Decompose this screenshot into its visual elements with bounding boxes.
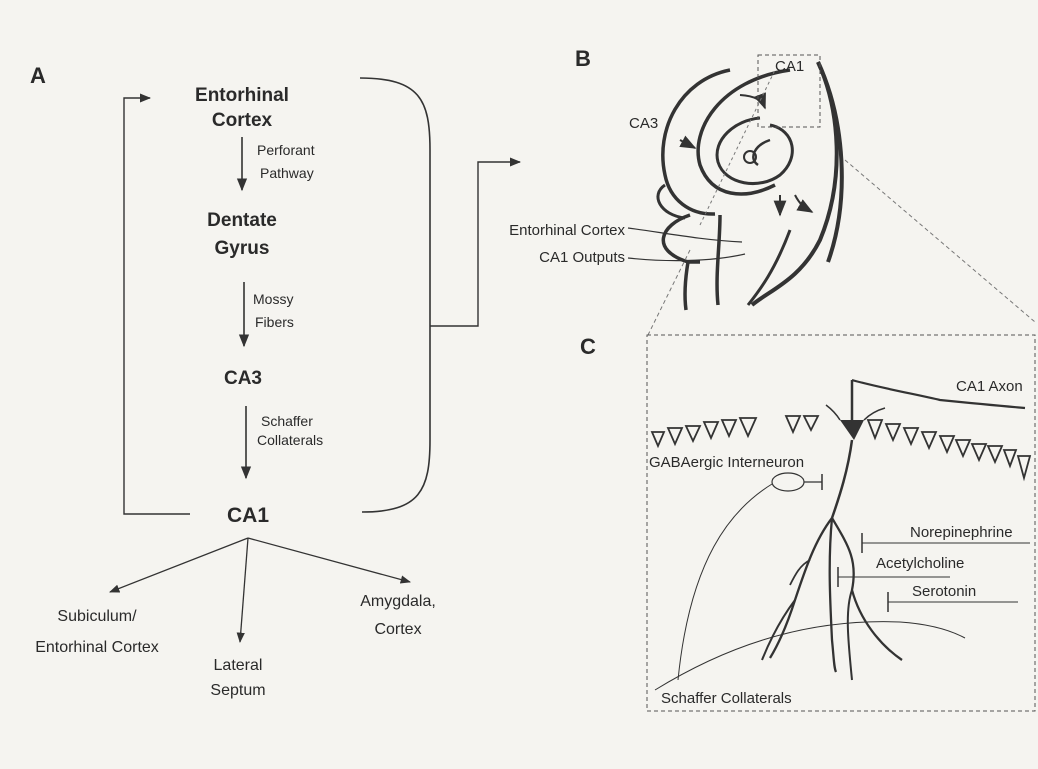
schaffer-collaterals-label-line1: Schaffer	[261, 413, 313, 429]
subiculum-label-line2: Entorhinal Cortex	[35, 639, 159, 656]
bracket-to-hippocampus-arrow	[430, 162, 520, 326]
schaffer-collaterals-c-label: Schaffer Collaterals	[661, 690, 792, 707]
subiculum-label-line1: Subiculum/	[57, 608, 137, 625]
norepinephrine-label: Norepinephrine	[910, 524, 1013, 541]
panel-c-label: C	[580, 334, 596, 359]
schaffer-collateral-fiber	[655, 622, 965, 690]
lateral-septum-label-line2: Septum	[210, 682, 265, 699]
output-arrow-amygdala	[248, 538, 410, 582]
schaffer-collaterals-label-line2: Collaterals	[257, 432, 323, 448]
zoom-line-right	[845, 160, 1035, 322]
dentate-gyrus-node-line2: Gyrus	[215, 238, 270, 259]
gaba-interneuron-label: GABAergic Interneuron	[649, 454, 804, 471]
hippocampus-drawing	[628, 55, 842, 310]
perforant-pathway-label-line2: Pathway	[260, 165, 314, 181]
amygdala-label-line2: Cortex	[374, 621, 421, 638]
ca3-node: CA3	[224, 368, 262, 389]
ca1-axon-label: CA1 Axon	[956, 378, 1023, 395]
mossy-fibers-label-line2: Fibers	[255, 314, 294, 330]
ca3-region-label: CA3	[629, 115, 658, 132]
gaba-interneuron	[678, 473, 822, 680]
serotonin-label: Serotonin	[912, 583, 976, 600]
mossy-fibers-label-line1: Mossy	[253, 291, 293, 307]
ca1-outputs-label: CA1 Outputs	[539, 249, 625, 266]
entorhinal-cortex-node-line2: Cortex	[212, 110, 273, 131]
perforant-pathway-label-line1: Perforant	[257, 142, 315, 158]
panel-b-label: B	[575, 46, 591, 71]
acetylcholine-label: Acetylcholine	[876, 555, 964, 572]
output-arrow-lateral-septum	[240, 538, 248, 642]
neuromodulator-inputs	[838, 533, 1030, 612]
dentate-gyrus-node-line1: Dentate	[207, 210, 277, 231]
feedback-loop-arrow	[124, 98, 190, 514]
entorhinal-cortex-input-label: Entorhinal Cortex	[509, 222, 625, 239]
entorhinal-cortex-node-line1: Entorhinal	[195, 85, 289, 106]
amygdala-label-line1: Amygdala,	[360, 593, 436, 610]
panel-a-label: A	[30, 63, 46, 88]
lateral-septum-label-line1: Lateral	[214, 657, 263, 674]
ca1-region-label: CA1	[775, 58, 804, 75]
ca1-node: CA1	[227, 504, 269, 527]
output-arrow-subiculum	[110, 538, 248, 592]
circuit-bracket	[360, 78, 430, 512]
